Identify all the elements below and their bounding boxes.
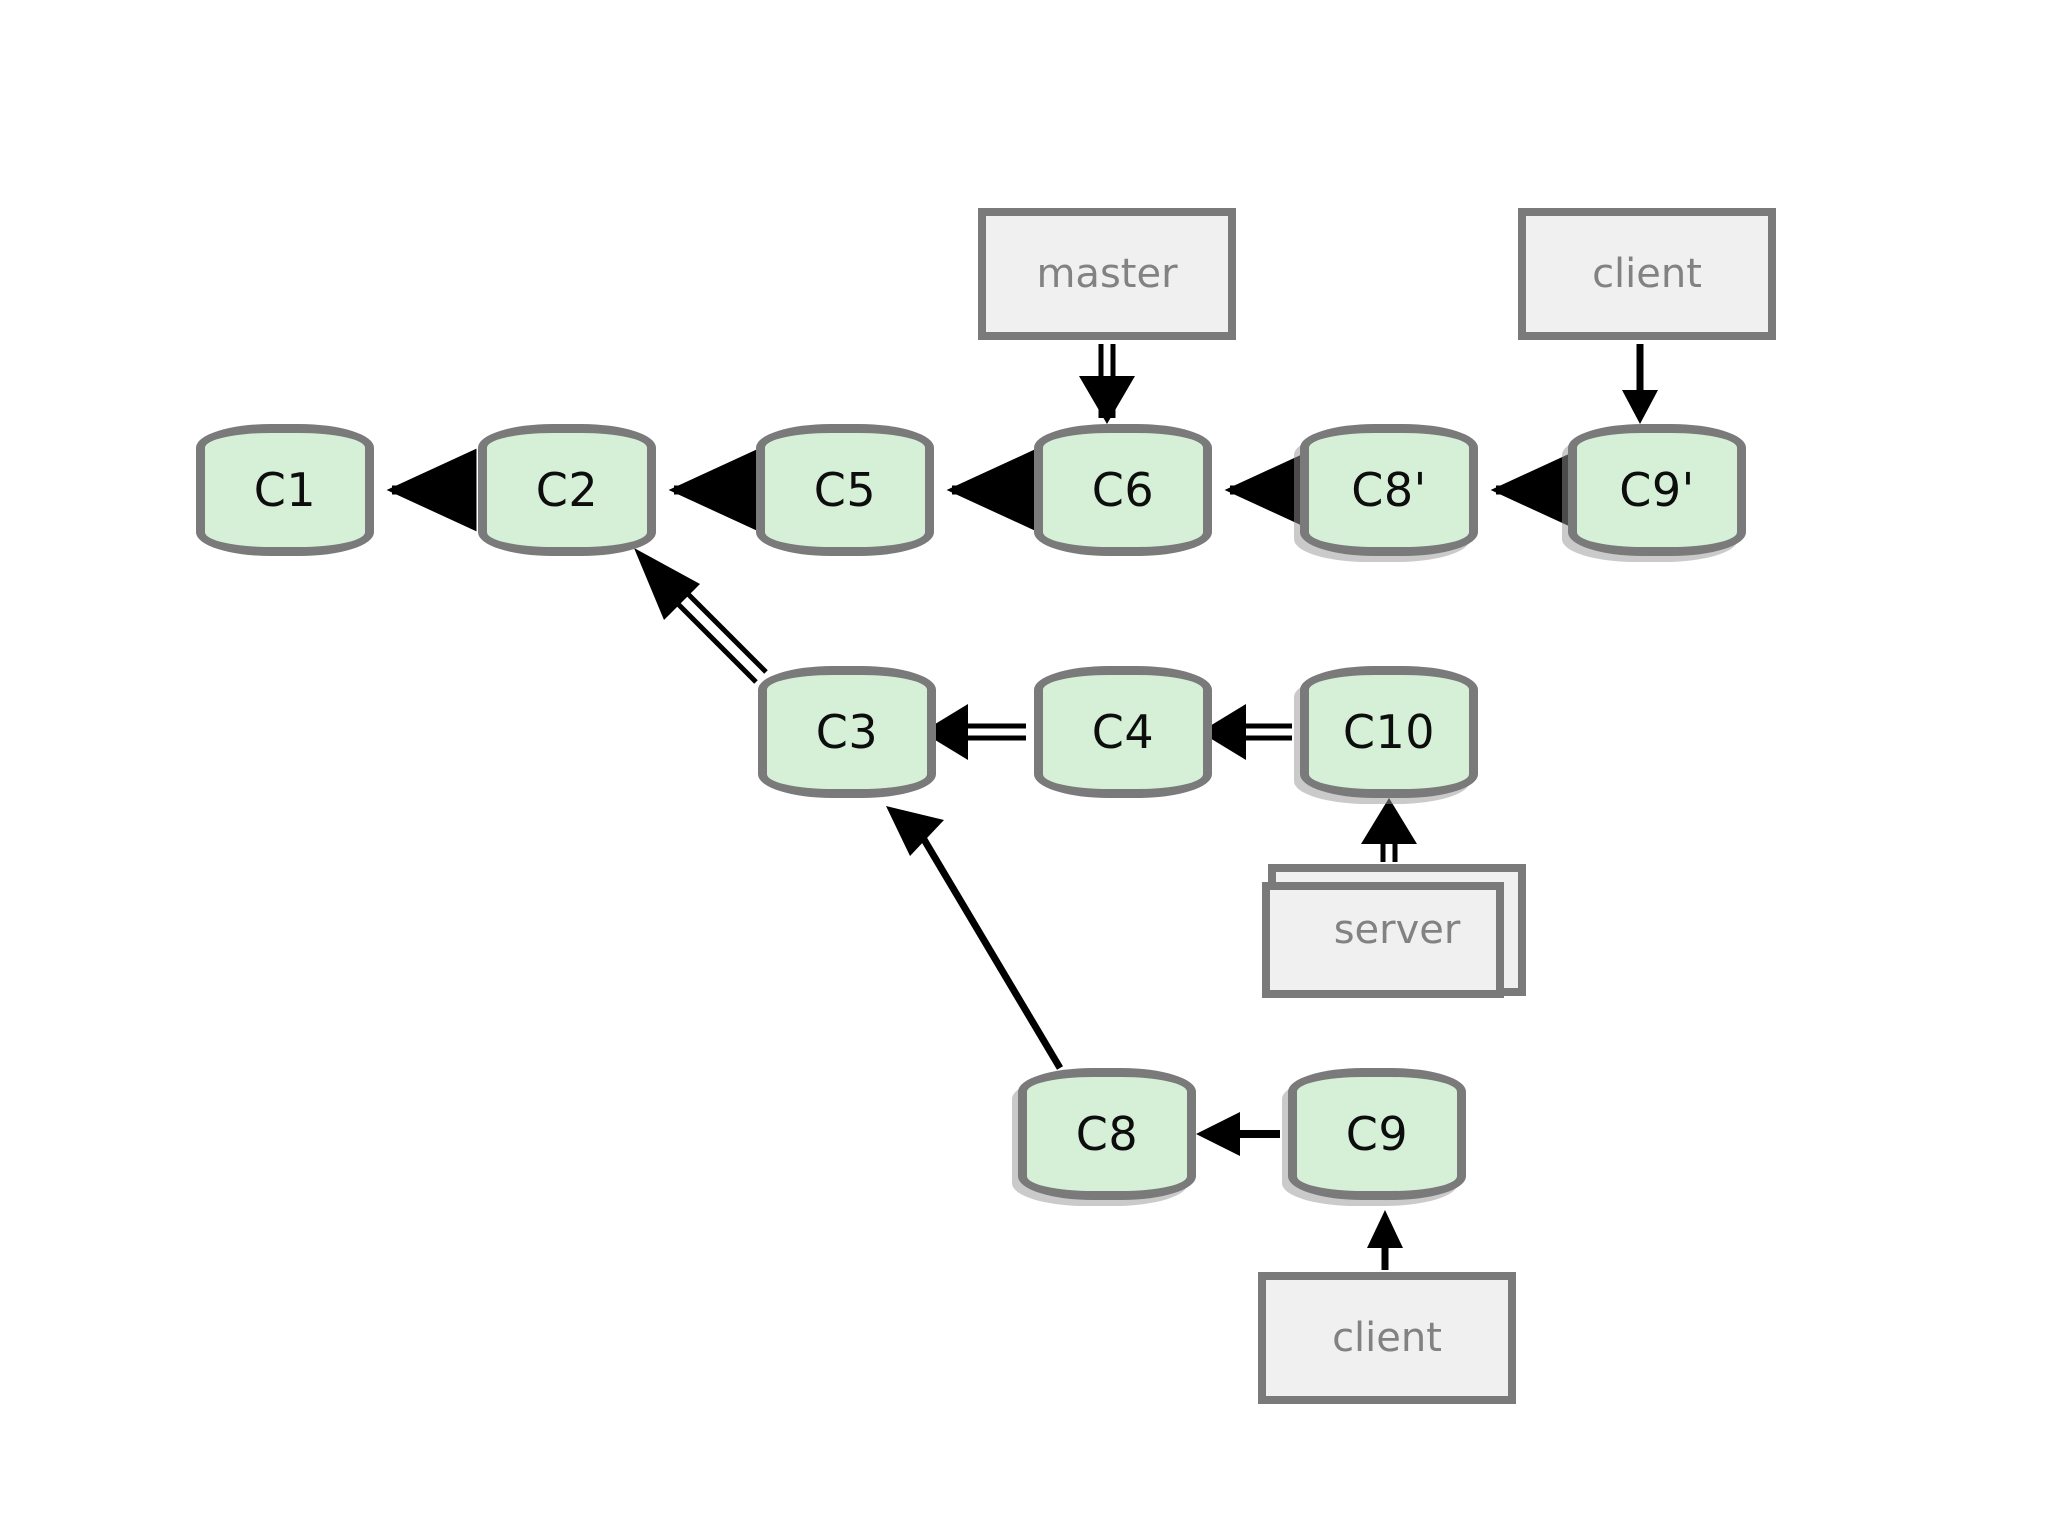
- edge-master-to-c6: [1079, 344, 1135, 424]
- edge-server-to-c10: [1361, 798, 1417, 862]
- ref-label-client-bottom[interactable]: client: [1258, 1272, 1516, 1404]
- commit-node-c2[interactable]: C2: [478, 424, 656, 556]
- commit-node-c9[interactable]: C9: [1288, 1068, 1466, 1200]
- commit-node-c5[interactable]: C5: [756, 424, 934, 556]
- ref-label-master[interactable]: master: [978, 208, 1236, 340]
- commit-node-c3[interactable]: C3: [758, 666, 936, 798]
- commit-node-c4[interactable]: C4: [1034, 666, 1212, 798]
- ref-label-server[interactable]: server: [1262, 864, 1526, 998]
- ref-label-client-top[interactable]: client: [1518, 208, 1776, 340]
- commit-node-c1[interactable]: C1: [196, 424, 374, 556]
- commit-node-c8-prime[interactable]: C8': [1300, 424, 1478, 556]
- edge-c3-to-c2: [634, 548, 768, 684]
- commit-node-c6[interactable]: C6: [1034, 424, 1212, 556]
- edge-client-top-to-c9prime: [1622, 344, 1658, 424]
- edge-c8-to-c3: [886, 806, 1064, 1070]
- edge-c4-to-c3: [922, 704, 1026, 760]
- commit-node-c10[interactable]: C10: [1300, 666, 1478, 798]
- edge-client-bottom-to-c9: [1367, 1210, 1403, 1270]
- commit-node-c9-prime[interactable]: C9': [1568, 424, 1746, 556]
- commit-node-c8[interactable]: C8: [1018, 1068, 1196, 1200]
- edge-c9-to-c8: [1196, 1112, 1280, 1156]
- edge-c10-to-c4: [1200, 704, 1292, 760]
